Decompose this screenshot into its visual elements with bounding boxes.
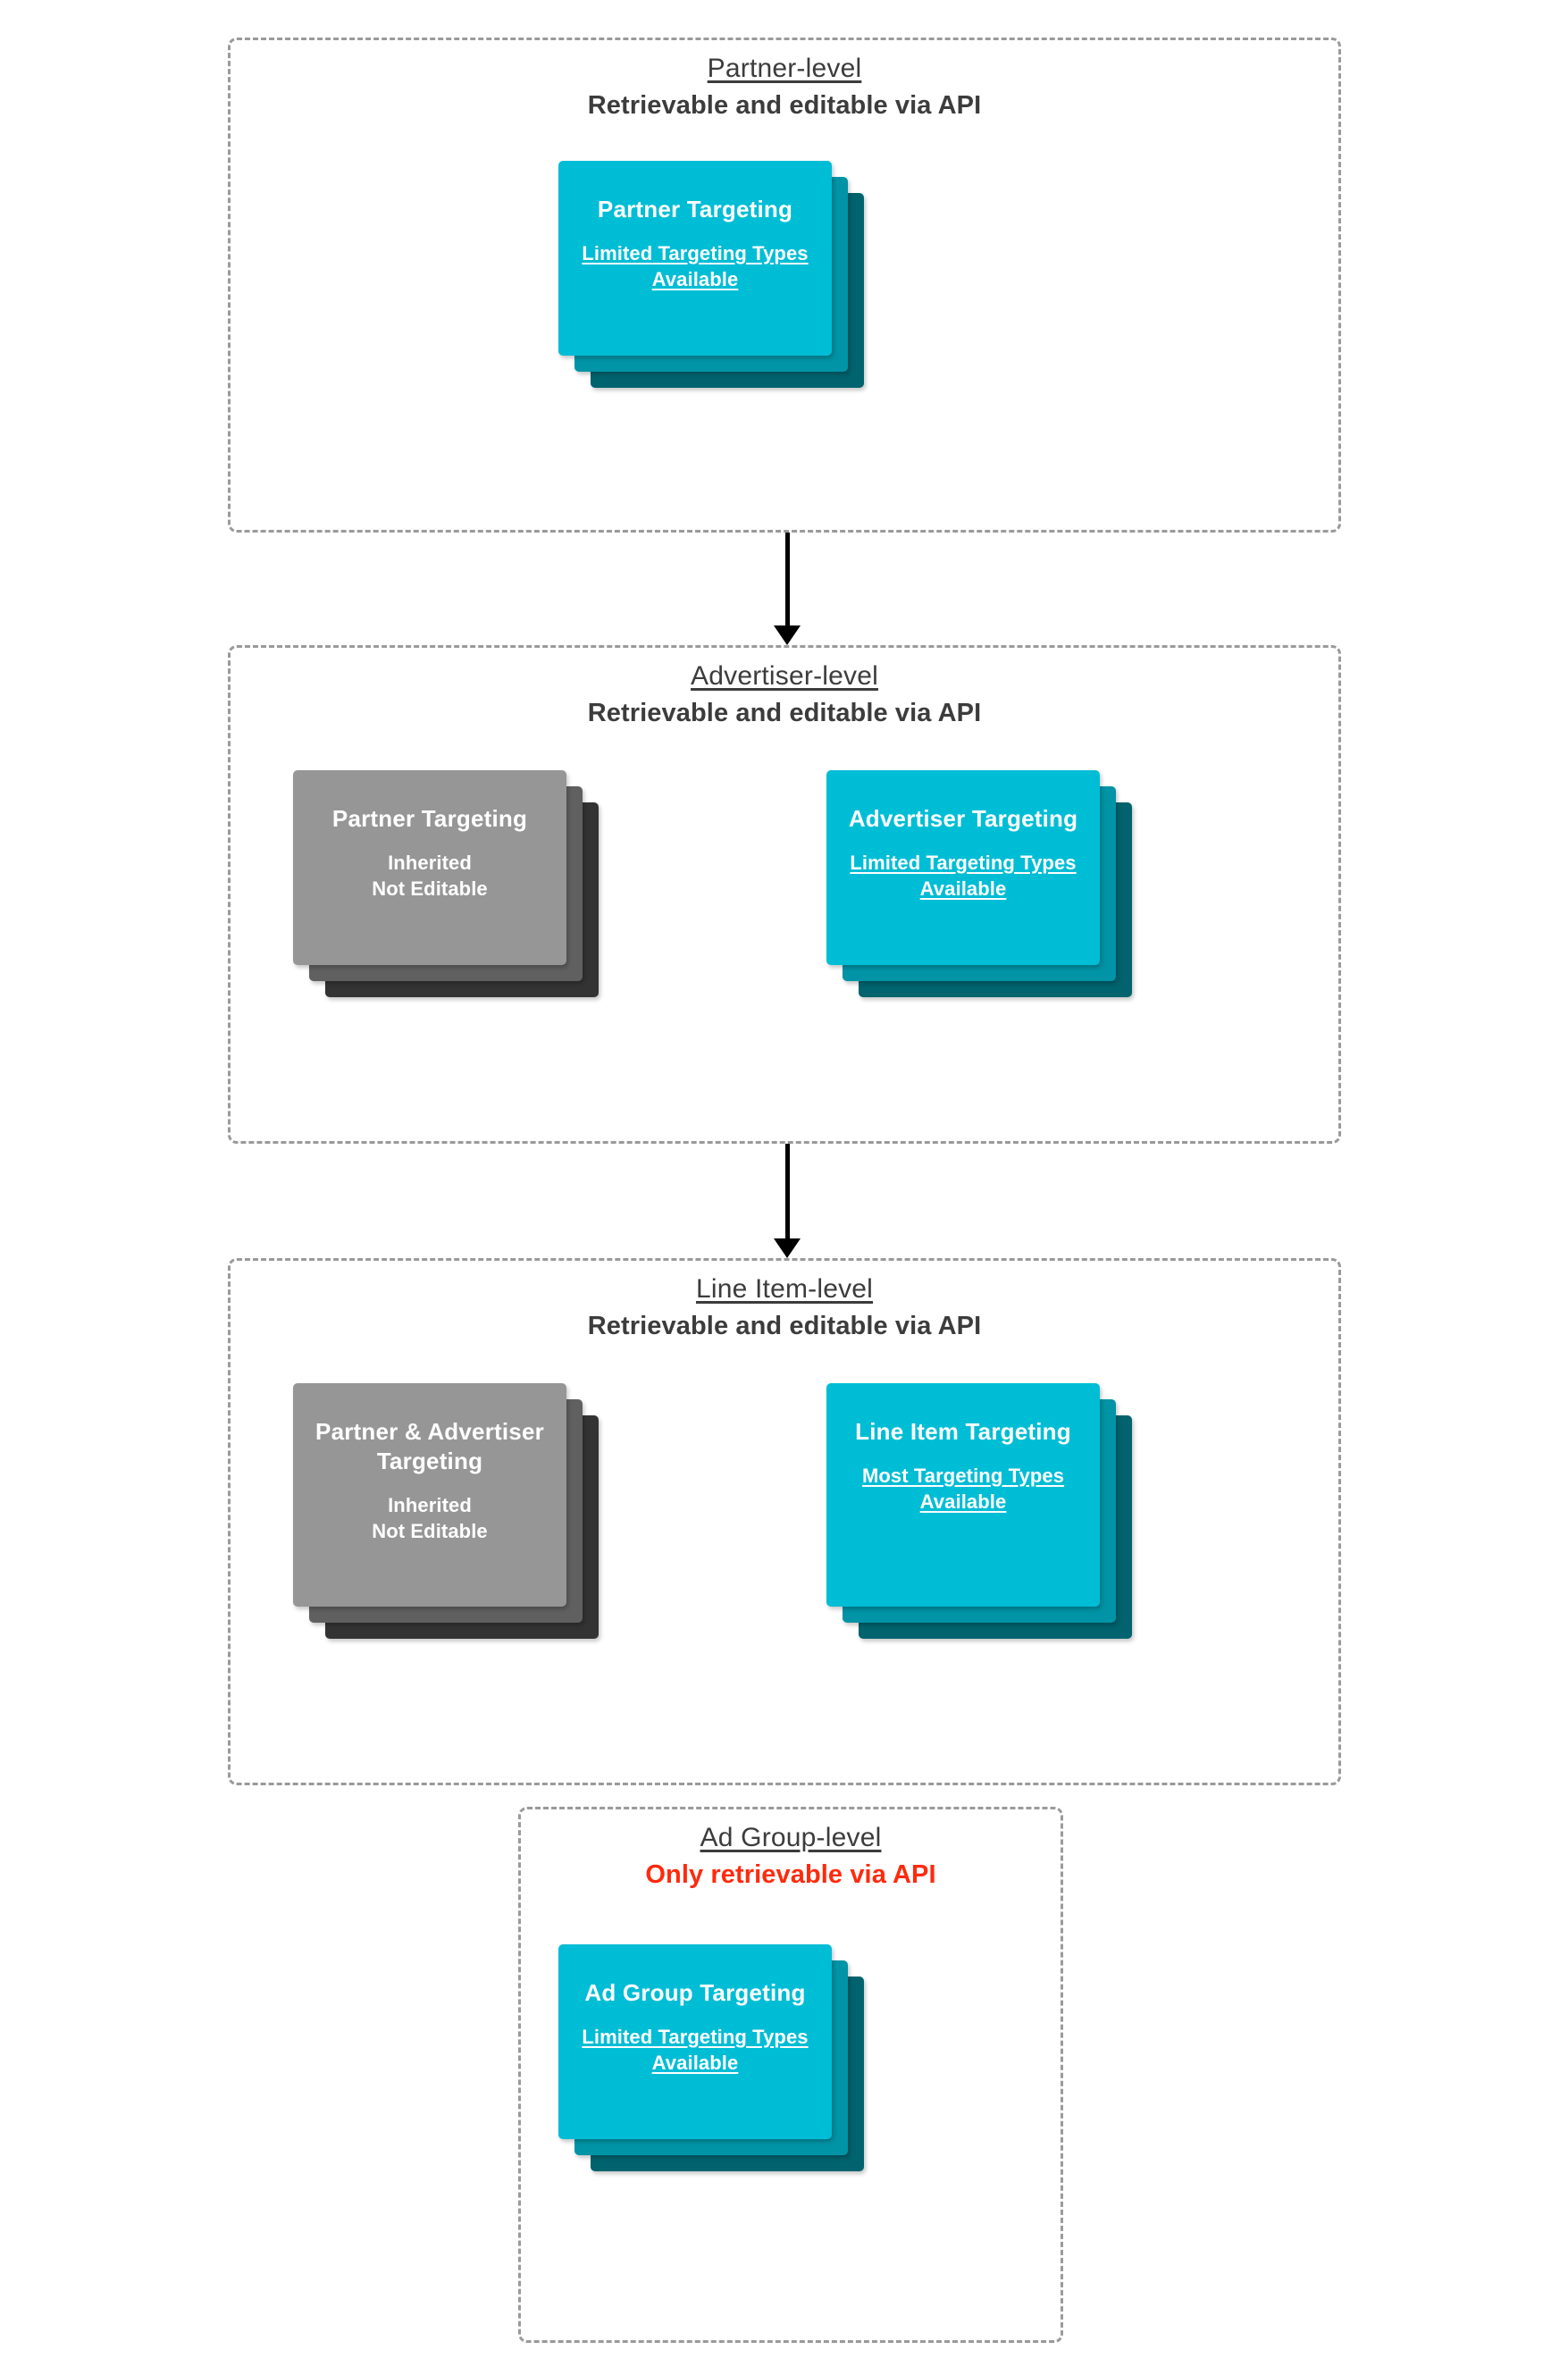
level-subtitle-line-item: Retrievable and editable via API bbox=[587, 1312, 982, 1340]
card-title: Partner Targeting bbox=[597, 196, 793, 222]
level-container-partner: Partner-level Retrievable and editable v… bbox=[228, 38, 1341, 533]
card-body: Partner Targeting Inherited Not Editable bbox=[293, 770, 566, 965]
card-title: Partner & Advertiser Targeting bbox=[315, 1418, 544, 1474]
arrow-shaft bbox=[785, 533, 790, 625]
arrow-head-icon bbox=[774, 1238, 801, 1258]
card-title: Ad Group Targeting bbox=[584, 1979, 806, 2006]
level-header-partner: Partner-level Retrievable and editable v… bbox=[231, 51, 1338, 122]
level-subtitle-advertiser: Retrievable and editable via API bbox=[587, 699, 982, 727]
card-note: Limited Targeting Types Available bbox=[582, 242, 809, 290]
card-layer-front: Partner & Advertiser Targeting Inherited… bbox=[293, 1383, 566, 1607]
card-stack-advertiser-targeting[interactable]: Advertiser Targeting Limited Targeting T… bbox=[826, 770, 1132, 997]
card-title: Line Item Targeting bbox=[855, 1418, 1071, 1445]
card-layer-front: Partner Targeting Limited Targeting Type… bbox=[558, 161, 832, 356]
card-stack-ad-group-targeting[interactable]: Ad Group Targeting Limited Targeting Typ… bbox=[558, 1944, 864, 2171]
level-header-advertiser: Advertiser-level Retrievable and editabl… bbox=[231, 659, 1338, 730]
level-container-line-item: Line Item-level Retrievable and editable… bbox=[228, 1258, 1341, 1785]
card-title: Partner Targeting bbox=[331, 805, 528, 832]
card-stack-partner-targeting[interactable]: Partner Targeting Limited Targeting Type… bbox=[558, 161, 864, 388]
card-body: Ad Group Targeting Limited Targeting Typ… bbox=[558, 1944, 832, 2139]
card-note: Limited Targeting Types Available bbox=[850, 852, 1077, 900]
card-body: Partner Targeting Limited Targeting Type… bbox=[558, 161, 832, 356]
card-layer-front: Ad Group Targeting Limited Targeting Typ… bbox=[558, 1944, 832, 2139]
level-subtitle-ad-group: Only retrievable via API bbox=[645, 1860, 936, 1889]
card-note: Most Targeting Types Available bbox=[861, 1465, 1065, 1513]
card-stack-inherited-partner-advertiser-targeting[interactable]: Partner & Advertiser Targeting Inherited… bbox=[293, 1383, 599, 1639]
card-layer-front: Line Item Targeting Most Targeting Types… bbox=[826, 1383, 1100, 1607]
card-note: Inherited Not Editable bbox=[372, 1494, 488, 1542]
card-note: Limited Targeting Types Available bbox=[582, 2026, 809, 2074]
card-title: Advertiser Targeting bbox=[848, 805, 1078, 832]
level-title-advertiser: Advertiser-level bbox=[691, 661, 878, 691]
card-body: Advertiser Targeting Limited Targeting T… bbox=[826, 770, 1100, 965]
level-container-ad-group: Ad Group-level Only retrievable via API bbox=[518, 1807, 1063, 2343]
card-note: Inherited Not Editable bbox=[372, 852, 488, 900]
connector-arrow-advertiser-to-line-item bbox=[774, 1144, 801, 1258]
level-title-line-item: Line Item-level bbox=[695, 1274, 874, 1304]
level-title-partner: Partner-level bbox=[707, 54, 862, 83]
card-body: Partner & Advertiser Targeting Inherited… bbox=[293, 1383, 566, 1607]
arrow-head-icon bbox=[774, 625, 801, 645]
card-stack-inherited-partner-targeting[interactable]: Partner Targeting Inherited Not Editable bbox=[293, 770, 599, 997]
arrow-shaft bbox=[785, 1144, 790, 1238]
card-layer-front: Advertiser Targeting Limited Targeting T… bbox=[826, 770, 1100, 965]
level-container-advertiser: Advertiser-level Retrievable and editabl… bbox=[228, 645, 1341, 1144]
card-stack-line-item-targeting[interactable]: Line Item Targeting Most Targeting Types… bbox=[826, 1383, 1132, 1639]
connector-arrow-partner-to-advertiser bbox=[774, 533, 801, 645]
level-subtitle-partner: Retrievable and editable via API bbox=[587, 91, 982, 120]
level-header-line-item: Line Item-level Retrievable and editable… bbox=[231, 1272, 1338, 1343]
level-header-ad-group: Ad Group-level Only retrievable via API bbox=[521, 1820, 1061, 1892]
level-title-ad-group: Ad Group-level bbox=[700, 1823, 882, 1852]
card-layer-front: Partner Targeting Inherited Not Editable bbox=[293, 770, 566, 965]
card-body: Line Item Targeting Most Targeting Types… bbox=[826, 1383, 1100, 1607]
